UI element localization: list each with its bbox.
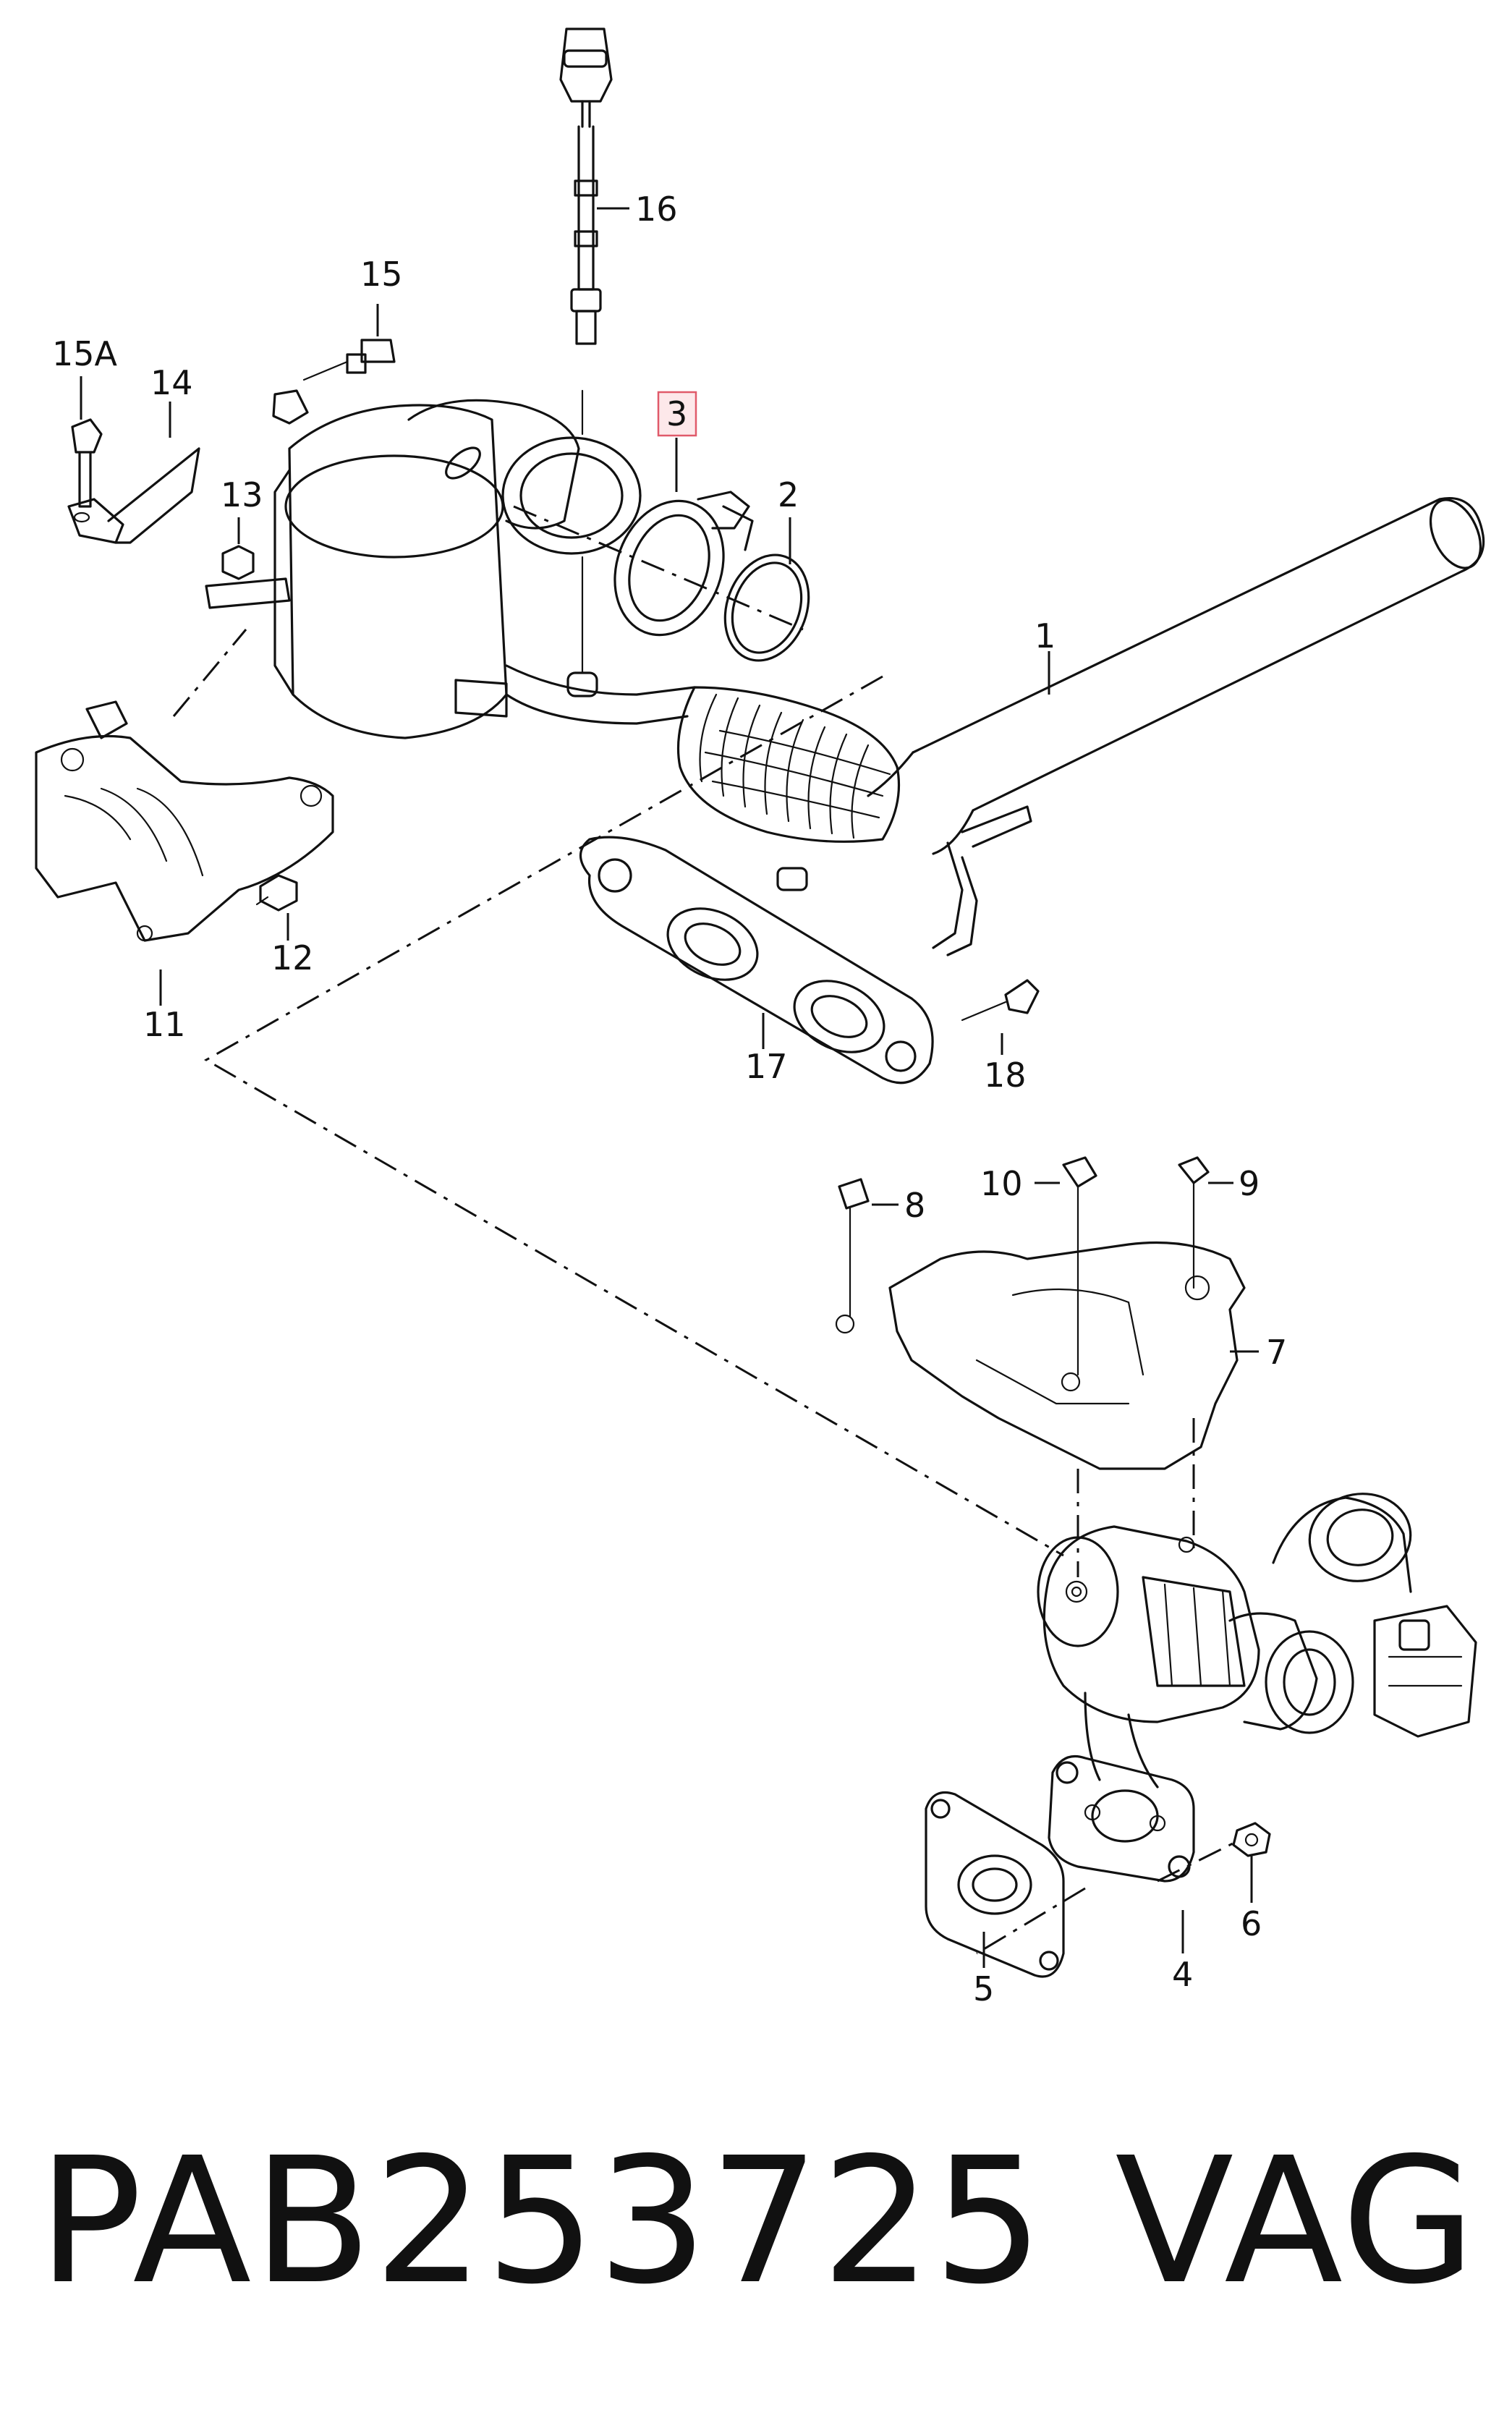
brand-name: VAG [1115, 2120, 1477, 2322]
callout-14: 14 [150, 363, 193, 402]
exhaust-manifold-gasket-part [925, 1791, 1065, 1978]
callout-labels: 1 2 3 4 5 6 7 8 9 10 11 12 13 14 15 15A … [52, 190, 1287, 2008]
flange-gasket-part [579, 836, 1040, 1085]
turbo-flange-gasket-part [1048, 1754, 1195, 1883]
assembly-lines [172, 505, 1238, 1955]
flange-nut-part [1232, 1822, 1271, 1857]
callout-3: 3 [666, 394, 687, 433]
callout-15: 15 [360, 255, 403, 294]
callout-5: 5 [973, 1969, 994, 2008]
callout-8: 8 [904, 1186, 925, 1225]
pipe-bracket-part [67, 389, 309, 544]
callout-15a: 15A [52, 334, 118, 373]
callout-1: 1 [1035, 616, 1056, 655]
turbocharger-part [1037, 1493, 1477, 1788]
callout-7: 7 [1266, 1333, 1287, 1372]
callout-13: 13 [221, 475, 263, 514]
callout-leaders [80, 207, 1259, 1968]
mounting-bolts-part [71, 339, 396, 508]
nut-part [205, 545, 291, 609]
part-caption: PAB253725 VAG [38, 2127, 1477, 2315]
heat-shield-part [35, 700, 334, 942]
callout-11: 11 [143, 1005, 186, 1044]
turbo-heat-shield-part [835, 1156, 1246, 1470]
catalytic-converter-part [273, 389, 696, 739]
gasket-ring-part [723, 553, 810, 662]
callout-18: 18 [984, 1056, 1027, 1095]
part-number: PAB253725 [38, 2120, 1045, 2322]
highlight-box [657, 391, 697, 437]
clamp-part [613, 491, 754, 637]
callout-6: 6 [1241, 1904, 1262, 1943]
callout-4: 4 [1172, 1955, 1193, 1994]
callout-10: 10 [980, 1164, 1023, 1203]
callout-16: 16 [635, 190, 678, 229]
callout-2: 2 [778, 475, 799, 514]
temperature-sensor-part [559, 27, 613, 345]
callout-12: 12 [271, 938, 314, 977]
flex-pipe-part [676, 686, 901, 843]
callout-17: 17 [745, 1047, 788, 1086]
exhaust-pipe-part [867, 497, 1485, 956]
callout-9: 9 [1239, 1164, 1260, 1203]
